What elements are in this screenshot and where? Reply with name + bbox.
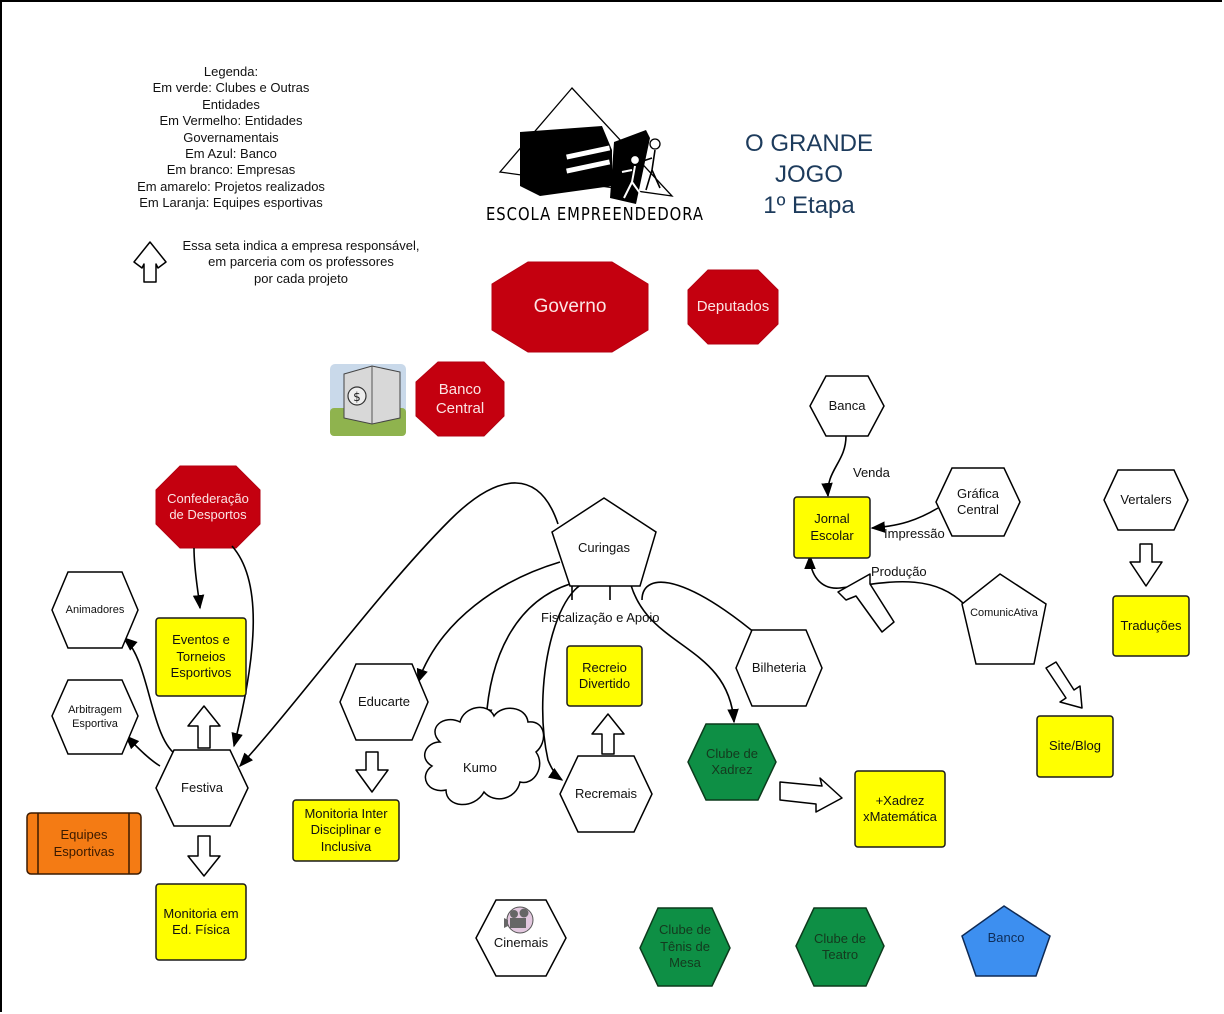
edge-label-impressao: Impressão: [884, 526, 945, 541]
bank-building-icon: $: [330, 364, 406, 436]
hollow-arrow-icon: [133, 241, 167, 283]
arrow-note-line: em parceria com os professores: [208, 254, 394, 270]
node-animadores[interactable]: [51, 571, 139, 649]
edge-curingas-xadrez: [627, 571, 739, 724]
node-cinemais[interactable]: [475, 899, 567, 977]
logo-text: ESCOLA EMPREENDEDORA: [486, 204, 704, 225]
legend-line: Em Azul: Banco: [185, 146, 277, 162]
title-line: JOGO: [774, 161, 843, 188]
node-jornal[interactable]: [793, 496, 871, 559]
node-grafica[interactable]: [935, 467, 1021, 537]
node-clube-tenis[interactable]: [639, 907, 731, 987]
edge-curingas-festiva: [239, 482, 559, 768]
node-monitoria-inter[interactable]: [292, 799, 400, 862]
legend-line: Legenda:: [203, 64, 259, 79]
title-line: O GRANDE: [744, 130, 873, 157]
node-xadrez-mat[interactable]: [854, 770, 946, 848]
legend-line: Entidades: [202, 96, 260, 112]
node-clube-xadrez[interactable]: [687, 723, 777, 801]
node-vertalers[interactable]: [1103, 469, 1189, 531]
film-camera-icon: [504, 906, 534, 934]
arrow-note-line: por cada projeto: [254, 270, 348, 286]
legend-line: Em amarelo: Projetos realizados: [137, 178, 325, 194]
node-banca[interactable]: [809, 375, 885, 437]
svg-text:$: $: [353, 390, 361, 404]
edge-confed-eventos: [192, 547, 205, 610]
node-monitoria-ed[interactable]: [155, 883, 247, 961]
legend-line: Em Vermelho: Entidades: [159, 113, 303, 129]
school-logo: [498, 87, 674, 204]
block-arrow-xadrez-matematica: [779, 777, 843, 813]
arrow-note: Essa seta indica a empresa responsável, …: [170, 238, 432, 287]
node-curingas[interactable]: [551, 497, 657, 587]
edge-label-fiscalizacao: Fiscalização e Apoio: [541, 610, 660, 625]
block-arrow-festiva-eventos: [187, 705, 221, 749]
block-arrow-recremais-recreio: [591, 713, 625, 755]
block-arrows: [187, 543, 1163, 877]
edge-curingas-kumo: [480, 583, 571, 724]
edge-festiva-animadores: [122, 637, 179, 757]
block-arrow-comunicativa-site: [1045, 661, 1083, 709]
block-arrow-educarte-monitoria: [355, 751, 389, 793]
edge-festiva-arbitragem: [124, 734, 161, 767]
title-line: 1º Etapa: [763, 192, 855, 219]
node-bilheteria[interactable]: [735, 629, 823, 707]
node-traducoes[interactable]: [1112, 595, 1190, 657]
edge-banca-jornal: [821, 435, 847, 498]
block-arrow-festiva-monitoria: [187, 835, 221, 877]
node-banco-central[interactable]: [415, 361, 505, 437]
node-arbitragem[interactable]: [51, 679, 139, 755]
page-title: O GRANDE JOGO 1º Etapa: [728, 128, 890, 221]
legend-line: Em branco: Empresas: [166, 162, 296, 178]
node-equipes[interactable]: [26, 812, 142, 875]
edge-curingas-educarte: [416, 561, 561, 684]
block-arrow-comunicativa-jornal: [837, 573, 895, 633]
arrow-note-line: Essa seta indica a empresa responsável,: [182, 238, 420, 253]
node-comunicativa[interactable]: [961, 573, 1047, 665]
node-festiva[interactable]: [155, 749, 249, 827]
edge-label-venda: Venda: [853, 465, 890, 480]
node-kumo[interactable]: [423, 706, 545, 806]
legend-line: Em Laranja: Equipes esportivas: [139, 195, 323, 211]
edge-grafica-jornal: [870, 507, 939, 533]
edge-curingas-recremais: [541, 580, 606, 781]
legend-line: Em verde: Clubes e Outras: [152, 80, 310, 96]
node-governo[interactable]: [491, 261, 649, 353]
node-educarte[interactable]: [339, 663, 429, 741]
legend-line: Governamentais: [183, 129, 279, 145]
edge-confed-festiva: [231, 545, 255, 748]
legend: Legenda: Em verde: Clubes e Outras Entid…: [108, 64, 354, 212]
node-site-blog[interactable]: [1036, 715, 1114, 778]
node-banco[interactable]: [961, 905, 1051, 977]
edge-label-producao: Produção: [871, 564, 927, 579]
node-deputados[interactable]: [687, 269, 779, 345]
node-confederacao[interactable]: [155, 465, 261, 549]
node-recreio[interactable]: [566, 645, 643, 707]
node-eventos[interactable]: [155, 617, 247, 697]
node-recremais[interactable]: [559, 755, 653, 833]
block-arrow-vertalers-traducoes: [1129, 543, 1163, 587]
node-clube-teatro[interactable]: [795, 907, 885, 987]
